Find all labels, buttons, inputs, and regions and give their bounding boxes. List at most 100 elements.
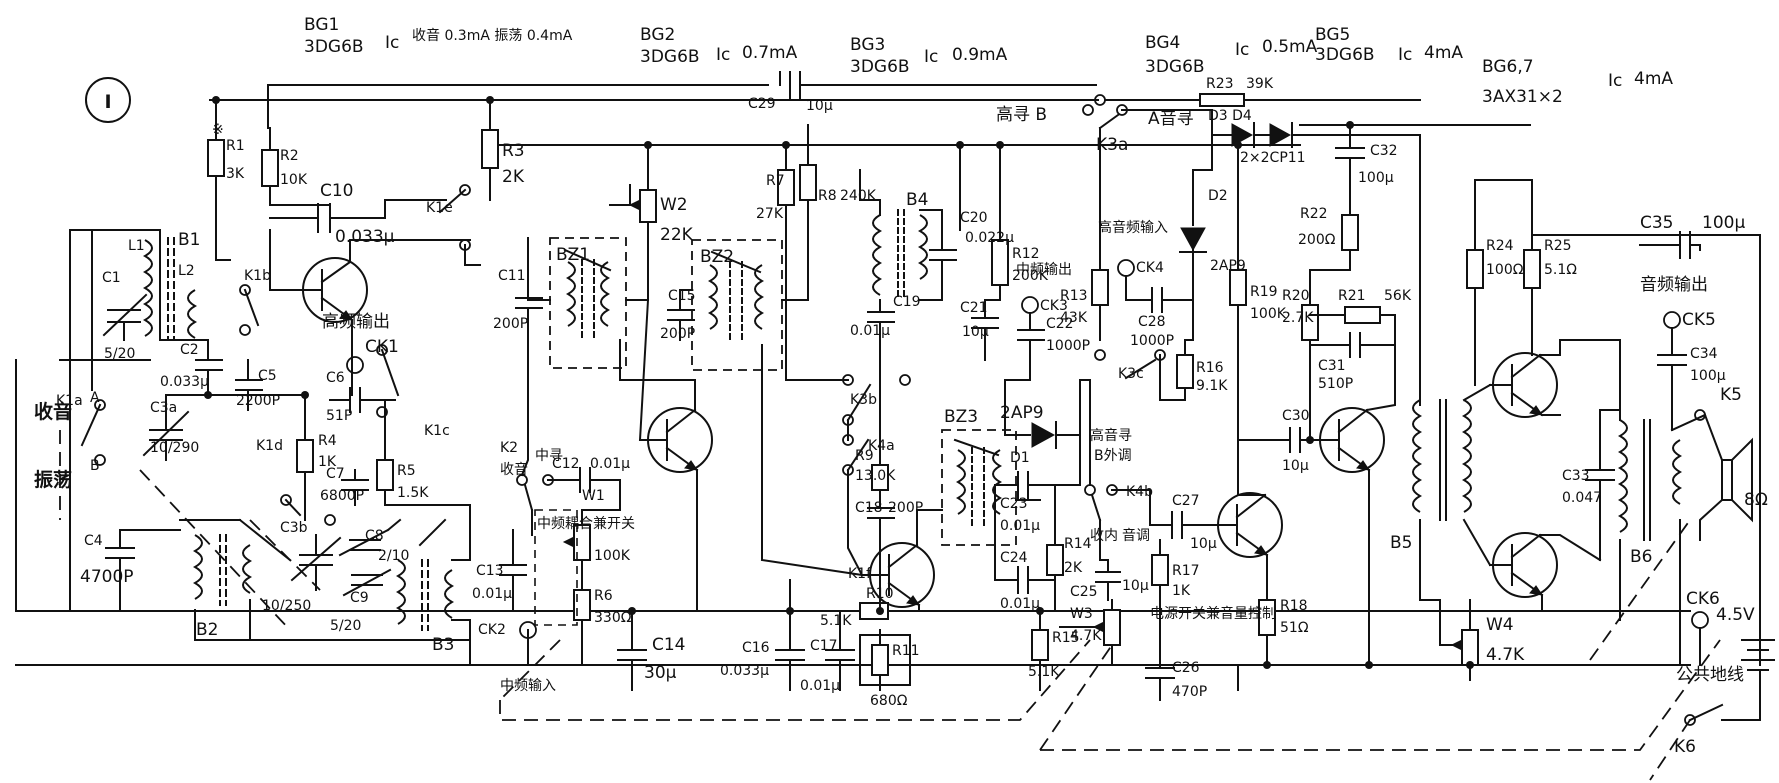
r14-label: R14 — [1064, 536, 1092, 552]
section5-wiring — [1121, 109, 1421, 701]
c3a-variable-capacitor — [142, 410, 190, 461]
w3-value: 4.7K — [1070, 628, 1102, 644]
r9-label: R9 — [855, 448, 874, 464]
b2-label: B2 — [196, 620, 218, 640]
bg4-type: 3DG6B — [1145, 57, 1205, 77]
ck5-label: CK5 — [1682, 310, 1716, 330]
c24-label: C24 — [1000, 550, 1028, 566]
r20-label: R20 — [1282, 288, 1310, 304]
c27-label: C27 — [1172, 493, 1200, 509]
k4b-label: K4b — [1126, 484, 1153, 500]
k6-switch[interactable] — [1684, 689, 1761, 726]
r21-label: R21 — [1338, 288, 1366, 304]
junction-dots — [204, 96, 1474, 669]
c23-capacitor — [994, 471, 1056, 499]
c33-label: C33 — [1562, 468, 1590, 484]
ck5-jack[interactable] — [1663, 311, 1681, 329]
k5-label: K5 — [1720, 385, 1742, 405]
r9-value: 13.0K — [855, 468, 896, 484]
r14-value: 2K — [1064, 560, 1083, 576]
c8-label: C8 — [365, 528, 384, 544]
c33-value: 0.047 — [1562, 490, 1602, 506]
c19-value: 0.01μ — [850, 323, 890, 339]
ck6-jack[interactable] — [1691, 611, 1709, 629]
gang-link-k5-k6 — [1589, 519, 1691, 781]
c17-capacitor — [825, 629, 855, 691]
k3c-label: K3c — [1118, 366, 1144, 382]
c26-label: C26 — [1172, 660, 1200, 676]
c13-value: 0.01μ — [472, 586, 512, 602]
c18-capacitor — [867, 499, 895, 531]
c18-label: C18 — [855, 500, 883, 516]
r14-resistor — [1046, 529, 1064, 591]
c10-label: C10 — [320, 181, 354, 201]
bg2-type: 3DG6B — [640, 47, 700, 67]
c28-value: 1000P — [1130, 333, 1174, 349]
w1-potentiometer — [562, 509, 591, 576]
k3a-switch[interactable] — [1082, 94, 1128, 151]
ck4-jack[interactable] — [1117, 259, 1135, 277]
k3c-switch[interactable] — [1094, 349, 1166, 380]
c30-label: C30 — [1282, 408, 1310, 424]
bg3-type: 3DG6B — [850, 57, 910, 77]
section2-wiring — [520, 237, 698, 666]
d2-type: 2AP9 — [1210, 258, 1246, 274]
r25-label: R25 — [1544, 238, 1572, 254]
r7-resistor — [777, 144, 795, 236]
r9-resistor — [871, 454, 889, 501]
label-gaoxun-b: 高寻 B — [996, 105, 1047, 125]
r5-resistor — [376, 444, 394, 506]
c20-label: C20 — [960, 210, 988, 226]
if-coupling-switch-box — [534, 509, 578, 626]
r19-label: R19 — [1250, 284, 1278, 300]
r2-resistor — [261, 127, 331, 206]
bg1-transistor — [295, 257, 368, 323]
c1-trimmer — [102, 293, 148, 341]
bg1-current: 收音 0.3mA 振荡 0.4mA — [412, 27, 573, 44]
d2-diode — [1179, 169, 1207, 276]
r10-value: 5.1K — [820, 613, 852, 629]
c13-capacitor — [499, 529, 527, 612]
bg4-current: 0.5mA — [1262, 37, 1318, 57]
c34-capacitor — [1657, 327, 1687, 396]
b6-label: B6 — [1630, 547, 1652, 567]
r11-value: 680Ω — [870, 693, 908, 709]
ck1-jack[interactable] — [346, 356, 364, 374]
r23-label: R23 — [1206, 76, 1234, 92]
c14-capacitor — [617, 610, 647, 691]
bg67-ic: Ic — [1608, 71, 1622, 91]
c2-capacitor — [195, 339, 223, 396]
r6-label: R6 — [594, 588, 613, 604]
label-gaoyinpin-shuru: 高音频输入 — [1098, 219, 1168, 236]
c4-capacitor — [105, 529, 135, 612]
b3-label: B3 — [432, 635, 454, 655]
c25-label: C25 — [1070, 584, 1098, 600]
bg5-current: 4mA — [1424, 43, 1463, 63]
c17-value: 0.01μ — [800, 678, 840, 694]
r11-label: R11 — [892, 643, 920, 659]
bg7-transistor — [1489, 532, 1558, 598]
c3b-value: 10/250 — [262, 598, 311, 614]
c35-capacitor — [1639, 231, 1701, 259]
bg67-name: BG6,7 — [1482, 57, 1534, 77]
r15-label: R15 — [1052, 630, 1080, 646]
r1-resistor — [207, 99, 225, 201]
bg4-ic: Ic — [1235, 40, 1249, 60]
c22-value: 1000P — [1046, 338, 1090, 354]
bg2-current: 0.7mA — [742, 43, 798, 63]
section6-wiring — [1419, 179, 1761, 691]
r20-resistor — [1301, 289, 1319, 361]
power-rail-right — [1531, 234, 1761, 666]
c12-label: C12 — [552, 456, 580, 472]
r5-value: 1.5K — [397, 485, 429, 501]
d1-label: D1 — [1010, 450, 1030, 466]
r17-label: R17 — [1172, 563, 1200, 579]
r25-value: 5.1Ω — [1544, 262, 1577, 278]
k5-switch[interactable] — [1670, 394, 1707, 432]
bg5-transistor — [1319, 407, 1385, 473]
c22-label: C22 — [1046, 316, 1074, 332]
c12-capacitor — [547, 467, 621, 493]
ck3-jack[interactable] — [1021, 296, 1039, 314]
c5-value: 2200P — [236, 393, 280, 409]
w4-value: 4.7K — [1486, 645, 1525, 665]
